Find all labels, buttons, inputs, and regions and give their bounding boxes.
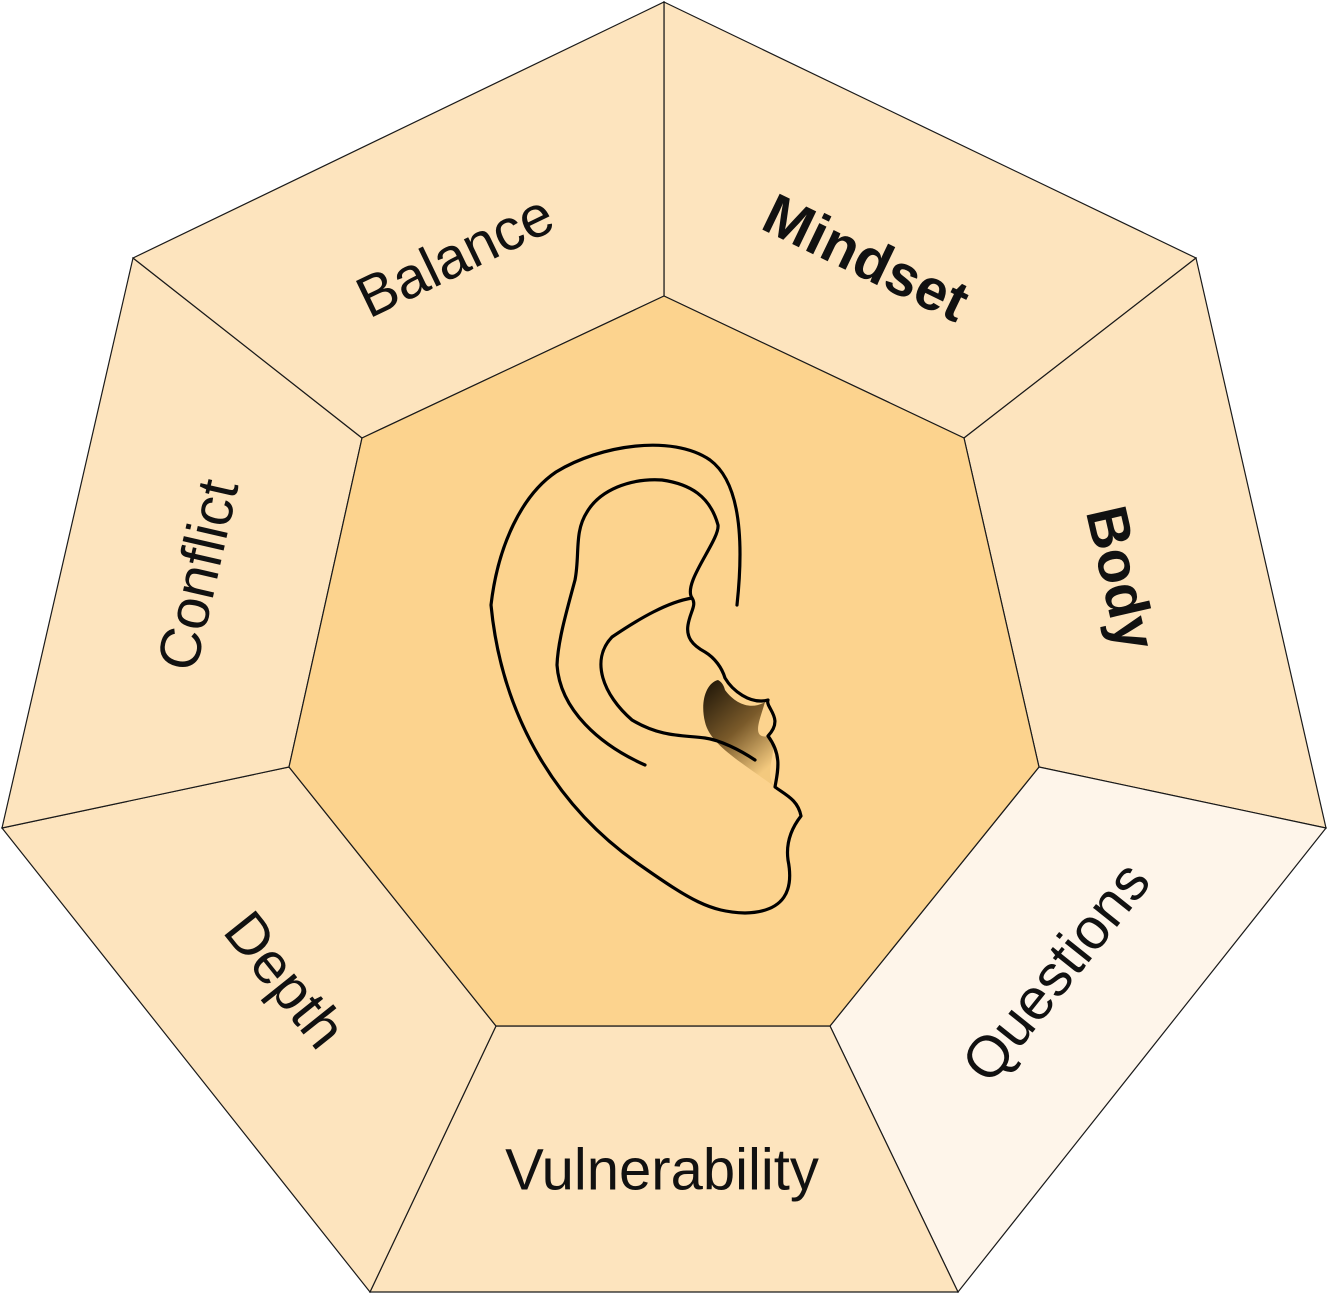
ear-outer-helix: [489, 443, 803, 915]
ear-antihelix: [599, 596, 757, 762]
ear-icon: [489, 443, 803, 915]
label-vulnerability: Vulnerability: [505, 1138, 819, 1203]
center-heptagon: [288, 295, 1040, 1027]
ear-canal: [703, 680, 775, 787]
